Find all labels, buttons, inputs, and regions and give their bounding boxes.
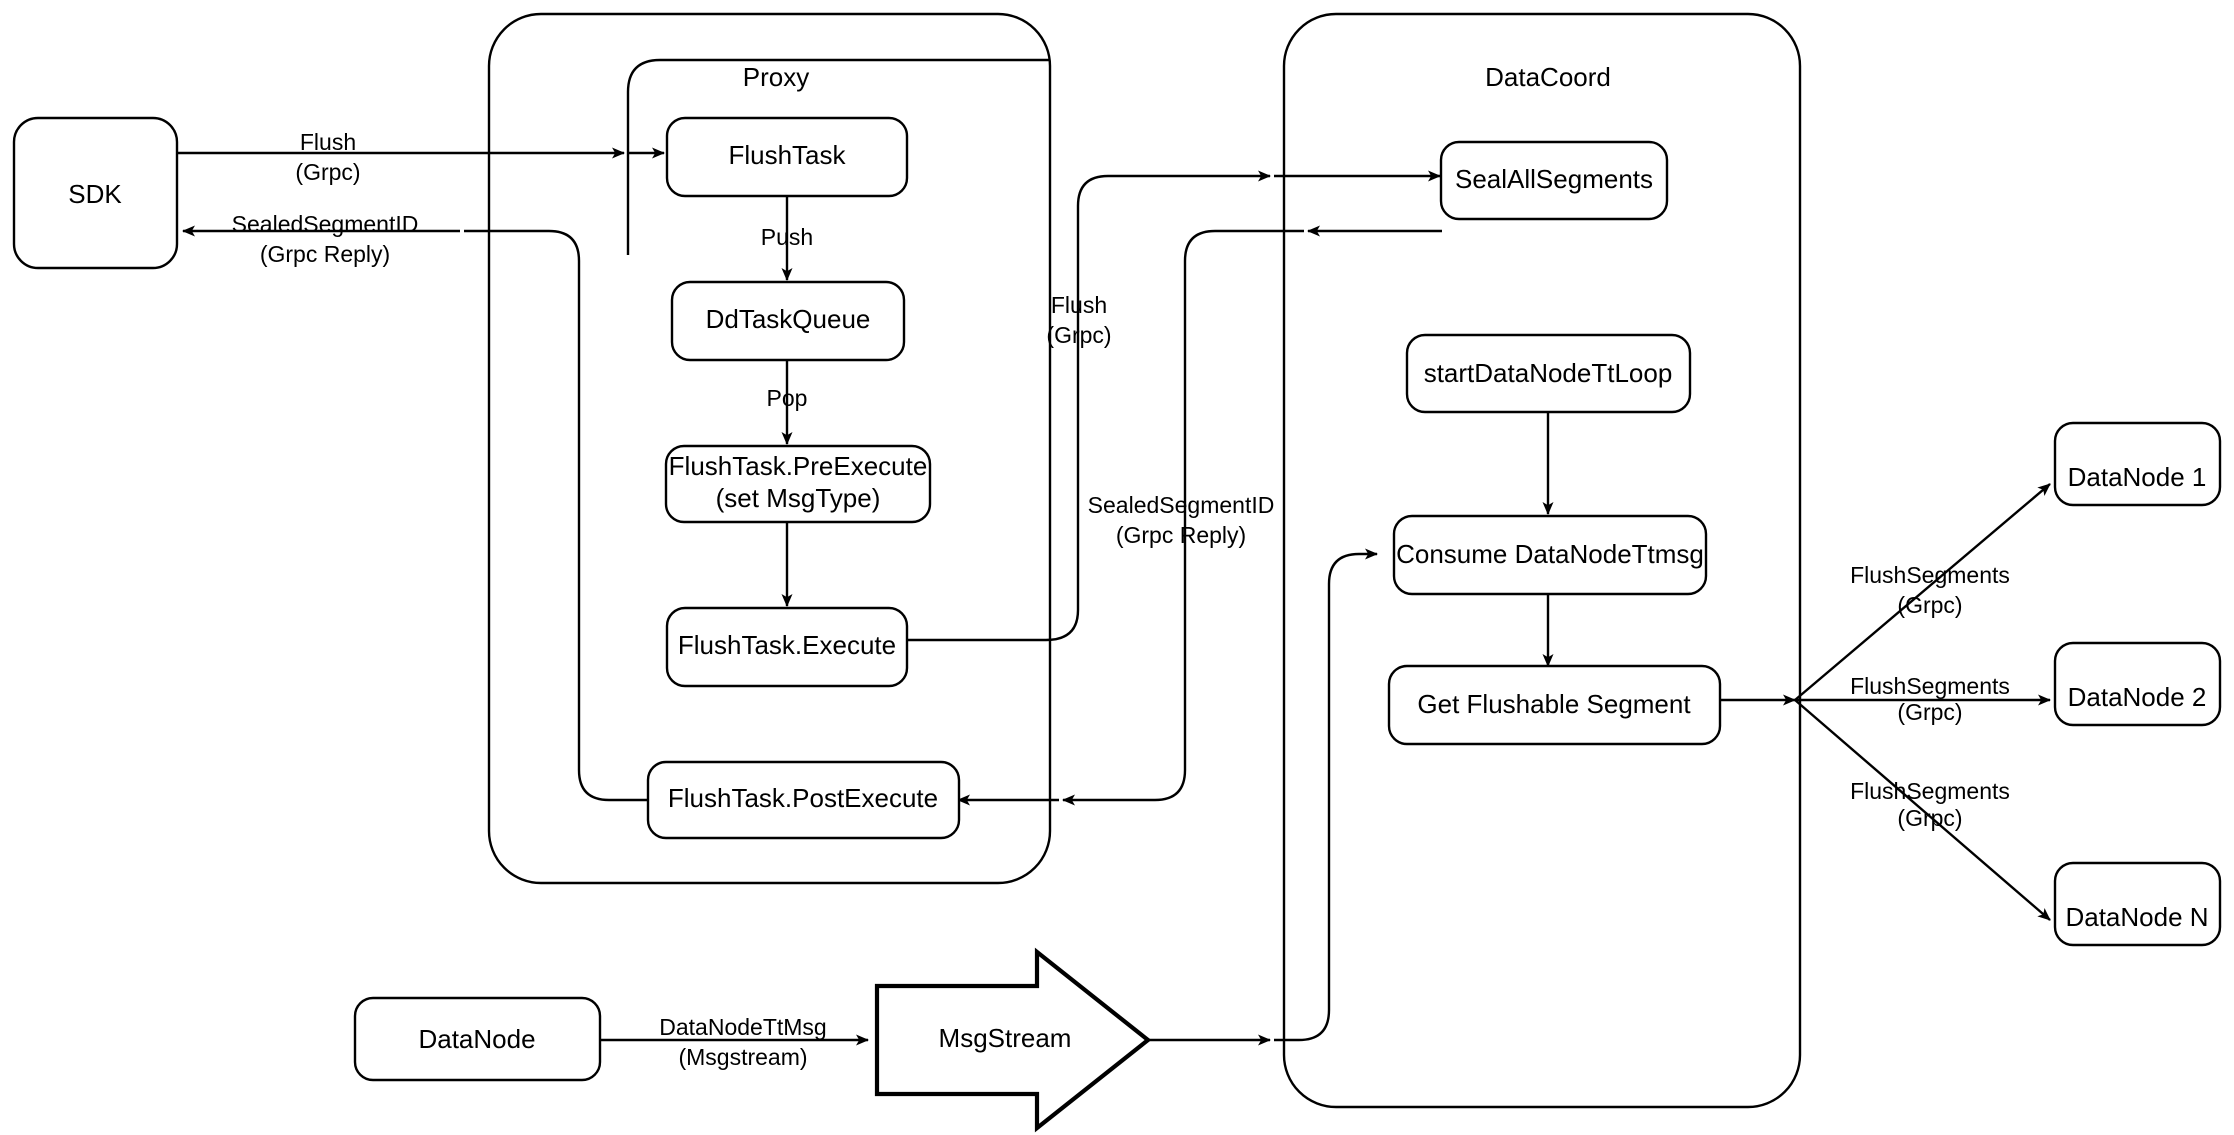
edge-label-flushsegments-n-line2: (Grpc): [1897, 805, 1962, 831]
node-datanode-source-label: DataNode: [418, 1024, 535, 1054]
edge-label-sealedsegmentid-line1: SealedSegmentID: [232, 211, 419, 237]
node-start-datanode-tt-loop-label: startDataNodeTtLoop: [1424, 358, 1673, 388]
node-flush-task-postexecute[interactable]: [646, 760, 961, 840]
edge-label-flushsegments-2-line2: (Grpc): [1897, 699, 1962, 725]
node-flush-task-execute[interactable]: [665, 606, 909, 688]
node-datanode-source[interactable]: [353, 996, 602, 1082]
node-start-datanode-tt-loop[interactable]: [1405, 333, 1692, 414]
node-datanode-2[interactable]: [2053, 641, 2222, 727]
node-datanode-2-label: DataNode 2: [2068, 682, 2207, 712]
node-seal-all-segments-label: SealAllSegments: [1455, 164, 1653, 194]
node-flush-task-postexecute-label: FlushTask.PostExecute: [668, 783, 938, 813]
edge-label-sdk-flush-line1: Flush: [300, 129, 356, 155]
group-datacoord-label: DataCoord: [1485, 62, 1611, 92]
edge-label-pop: Pop: [767, 385, 808, 411]
edge-label-flushsegments-1-line2: (Grpc): [1897, 592, 1962, 618]
group-datacoord: [1282, 12, 1802, 1109]
node-msgstream-label: MsgStream: [939, 1023, 1072, 1053]
edge-label-coord-proxy-reply-line2: (Grpc Reply): [1116, 522, 1246, 548]
edge-label-coord-proxy-reply-line1: SealedSegmentID: [1088, 492, 1275, 518]
edge-datacoord-return-rail: [1062, 229, 1304, 806]
node-datanode-1-label: DataNode 1: [2068, 462, 2207, 492]
node-datanode-n[interactable]: [2053, 861, 2222, 947]
node-get-flushable-segment[interactable]: [1387, 664, 1722, 746]
edge-fanout-to-datanoden: [1794, 699, 2051, 921]
node-flush-task-label: FlushTask: [728, 140, 846, 170]
edge-label-sealedsegmentid-line2: (Grpc Reply): [260, 241, 390, 267]
edge-label-flushsegments-2-line1: FlushSegments: [1850, 673, 2010, 699]
edge-datacoord-ttmsg-rail: [1274, 548, 1378, 1042]
node-get-flushable-segment-label: Get Flushable Segment: [1417, 689, 1691, 719]
node-seal-all-segments[interactable]: [1439, 140, 1669, 221]
node-consume-datanode-ttmsg[interactable]: [1392, 514, 1708, 596]
group-proxy: [487, 12, 1052, 885]
node-sdk-label: SDK: [68, 179, 122, 209]
group-proxy-label: Proxy: [743, 62, 809, 92]
edge-label-datanode-ttmsg-line1: DataNodeTtMsg: [659, 1014, 826, 1040]
edge-label-proxy-coord-flush-line2: (Grpc): [1046, 322, 1111, 348]
node-flush-task-preexecute-label-line1: FlushTask.PreExecute: [669, 451, 928, 481]
edge-label-sdk-flush-line2: (Grpc): [295, 159, 360, 185]
node-flush-task[interactable]: [665, 116, 909, 198]
edge-proxy-inbound-rail: [626, 58, 1050, 255]
edge-label-flushsegments-n-line1: FlushSegments: [1850, 778, 2010, 804]
node-flush-task-preexecute-label-line2: (set MsgType): [716, 483, 881, 513]
edge-execute-to-datacoord: [908, 170, 1271, 642]
node-consume-datanode-ttmsg-label: Consume DataNodeTtmsg: [1396, 539, 1704, 569]
node-datanode-n-label: DataNode N: [2065, 902, 2208, 932]
node-datanode-1[interactable]: [2053, 421, 2222, 507]
edge-label-flushsegments-1-line1: FlushSegments: [1850, 562, 2010, 588]
edge-postexecute-to-reply-rail: [464, 229, 661, 802]
node-msgstream-arrow[interactable]: [874, 947, 1152, 1133]
edge-label-proxy-coord-flush-line1: Flush: [1051, 292, 1107, 318]
node-dd-task-queue[interactable]: [670, 280, 906, 362]
edge-fanout-to-datanode1: [1794, 483, 2051, 701]
node-flush-task-preexecute[interactable]: [664, 444, 932, 524]
edge-label-datanode-ttmsg-line2: (Msgstream): [678, 1044, 807, 1070]
node-dd-task-queue-label: DdTaskQueue: [706, 304, 871, 334]
node-sdk[interactable]: [12, 116, 179, 270]
edge-label-push: Push: [761, 224, 813, 250]
node-flush-task-execute-label: FlushTask.Execute: [678, 630, 896, 660]
